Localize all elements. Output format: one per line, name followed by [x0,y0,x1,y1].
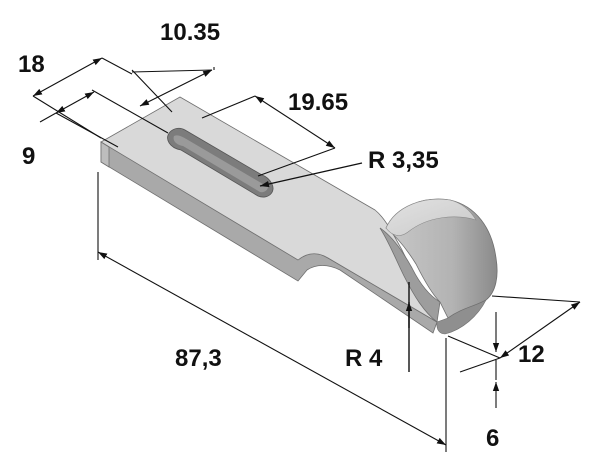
dim-thickness-label: 6 [486,425,499,452]
dim-offset-a-label: 9 [22,143,35,170]
top-face [100,96,438,324]
part-body [100,96,498,335]
hook-top-surface [385,198,477,236]
dim-overall-length-label: 87,3 [175,345,222,372]
front-face [100,141,110,168]
dim-height-label: 12 [518,341,545,368]
slot-inner-wall [173,135,268,193]
dim-slot-length-label: 19.65 [288,89,348,116]
dim-width-b-label: 18 [18,51,45,78]
dim-hook-radius-label: R 4 [345,345,383,372]
dimension-lines [32,57,581,452]
dim-width-a-label: 10.35 [160,19,220,46]
dim-slot-radius-label: R 3,35 [368,147,439,174]
